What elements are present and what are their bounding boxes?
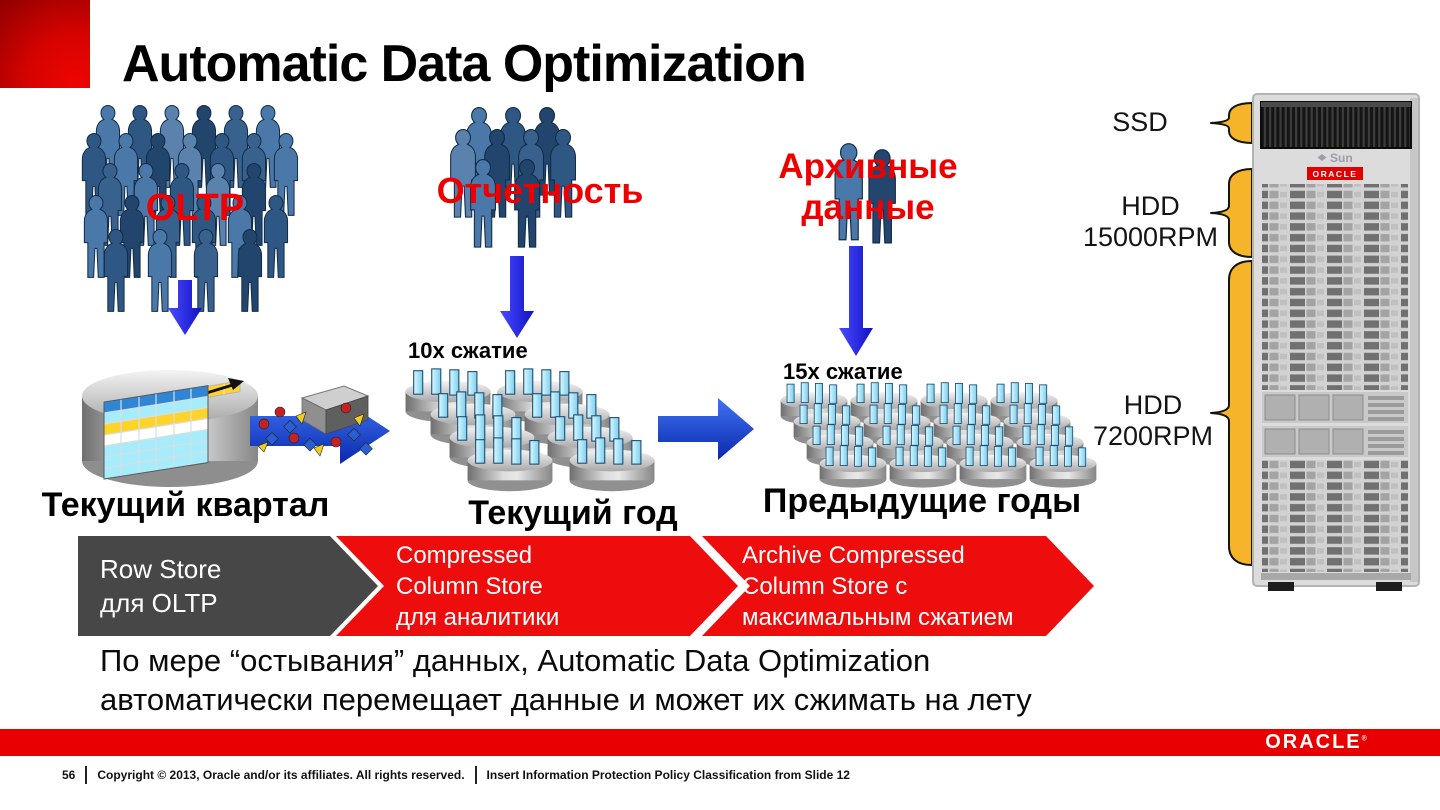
hdd-7200rpm-brace [1210, 260, 1253, 566]
hdd72-line2: 7200RPM [1092, 421, 1214, 451]
chevron-line: Archive Compressed [742, 541, 965, 569]
down-arrow-icon [839, 246, 873, 356]
hdd-7200rpm-tier-label: HDD 7200RPM [1078, 390, 1228, 452]
footer-divider [85, 766, 88, 784]
oracle-registered-mark: ® [1361, 735, 1367, 743]
archive-label-line2: данные [801, 188, 935, 228]
chevron-line: Compressed [396, 541, 533, 569]
classification-text: Insert Information Protection Policy Cla… [486, 768, 850, 782]
reporting-label: Отчетность [436, 170, 644, 211]
sun-logo-text: Sun [1330, 151, 1353, 165]
hdd72-line1: HDD [1123, 390, 1183, 420]
hdd15k-line2: 15000RPM [1082, 222, 1219, 252]
down-arrow-icon [500, 256, 534, 338]
rack-oracle-badge [1307, 167, 1363, 180]
ssd-brace [1210, 102, 1253, 144]
chevron-line: максимальным сжатием [742, 603, 1014, 631]
rack-drive-bay-lower [1262, 460, 1408, 572]
row-store-chevron-text: Row Store для OLTP [100, 536, 221, 636]
oracle-logo: ORACLE® [1254, 731, 1378, 754]
corner-accent-square [0, 0, 90, 88]
footer-divider [474, 766, 477, 784]
funnel-chute [300, 385, 370, 435]
page-number: 56 [62, 768, 76, 782]
tier-previous-years-label: Предыдущие годы [762, 482, 1082, 520]
compressed-chevron-text: Compressed Column Store для аналитики [396, 536, 559, 636]
chevron-line: для аналитики [396, 603, 560, 631]
summary-text: По мере “остывания” данных, Automatic Da… [100, 641, 1190, 719]
current-year-cluster-illustration [404, 368, 656, 492]
rack-fan-modules [1262, 392, 1408, 457]
row-store-database-illustration [82, 370, 258, 487]
right-arrow-icon [658, 398, 754, 460]
oltp-label: OLTP [145, 187, 245, 229]
compressed-chevron [336, 536, 738, 636]
storage-chevron-band [78, 536, 1094, 636]
brand-bar [0, 729, 1440, 756]
chevron-line: Column Store [396, 572, 543, 600]
archive-label-line1: Архивные [778, 147, 958, 186]
summary-line2: автоматически перемещает данные и может … [100, 682, 1032, 717]
page-title: Automatic Data Optimization [122, 35, 807, 93]
copyright-text: Copyright © 2013, Oracle and/or its affi… [97, 768, 465, 782]
chevron-line: Row Store [100, 554, 222, 584]
data-crystals [257, 402, 373, 457]
archive-chevron-text: Archive Compressed Column Store с максим… [742, 536, 1013, 636]
archive-data-label: Архивные данные [738, 146, 998, 229]
rack-top-vent [1260, 101, 1412, 149]
summary-line1: По мере “остывания” данных, Automatic Da… [100, 643, 931, 678]
archive-chevron [702, 536, 1094, 636]
rack-oracle-badge-text: ORACLE [1313, 169, 1358, 179]
compression-transform-arrow [250, 385, 390, 464]
compression-10x-label: 10x сжатие [408, 338, 528, 363]
ssd-tier-label: SSD [1112, 107, 1168, 137]
chevron-line: для OLTP [100, 588, 218, 618]
table-grid [103, 384, 209, 480]
compression-15x-label: 15x сжатие [783, 359, 903, 384]
hdd-15000rpm-tier-label: HDD 15000RPM [1068, 191, 1233, 253]
footer: 56 Copyright © 2013, Oracle and/or its a… [62, 766, 850, 784]
hdd15k-line1: HDD [1121, 191, 1180, 221]
chevron-line: Column Store с [742, 572, 908, 600]
rack-drive-bay-upper [1262, 184, 1408, 390]
server-rack-illustration: Sun ORACLE [1252, 93, 1420, 591]
tier-current-year-label: Текущий год [468, 494, 678, 532]
hdd-15000rpm-brace [1210, 168, 1253, 258]
row-store-chevron [78, 536, 378, 636]
sun-star-icon [1317, 154, 1327, 161]
tier-current-quarter-label: Текущий квартал [41, 486, 330, 524]
down-arrow-icon [168, 280, 202, 335]
oracle-logo-text: ORACLE [1265, 731, 1362, 753]
previous-years-cluster-illustration [780, 382, 1097, 489]
